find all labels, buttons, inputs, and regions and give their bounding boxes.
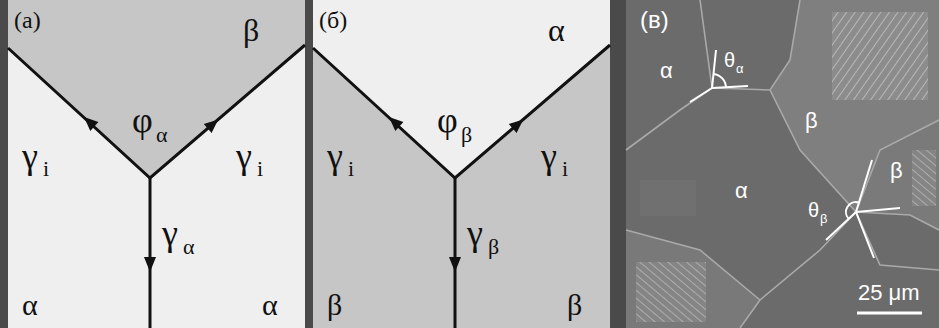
subscript: i: [562, 158, 568, 180]
energy-symbol: γ: [22, 138, 38, 174]
phase-label: β: [567, 290, 582, 320]
phase-label: β: [243, 14, 259, 46]
energy-symbol: γ: [162, 215, 178, 251]
phase-label: β: [805, 110, 818, 132]
scale-bar: [857, 312, 922, 315]
phase-label: α: [548, 14, 565, 46]
angle-symbol: θ: [724, 50, 735, 70]
energy-symbol: γ: [541, 138, 557, 174]
energy-symbol: γ: [467, 215, 483, 251]
subscript: α: [183, 236, 195, 258]
micrograph: [618, 0, 939, 328]
energy-symbol: γ: [236, 138, 252, 174]
junction-sketch-b: [313, 0, 610, 328]
angle-symbol: φ: [437, 102, 458, 138]
phase-label: β: [890, 160, 903, 182]
subscript: i: [348, 158, 354, 180]
phase-label: α: [735, 180, 748, 202]
subscript: i: [257, 158, 263, 180]
energy-symbol: γ: [327, 138, 343, 174]
panel-letter: (б): [319, 8, 347, 32]
subscript: β: [488, 236, 499, 258]
panel-letter: (в): [640, 8, 669, 32]
subscript: α: [736, 62, 744, 75]
subscript: α: [156, 124, 168, 146]
junction-sketch-a: [8, 0, 305, 328]
angle-symbol: θ: [808, 200, 819, 220]
panel-letter: (a): [14, 8, 41, 32]
phase-label: α: [660, 60, 673, 82]
subscript: i: [43, 158, 49, 180]
subscript: β: [461, 124, 472, 146]
scale-label: 25 μm: [858, 282, 920, 304]
phase-label: α: [22, 290, 38, 320]
phase-label: α: [262, 290, 278, 320]
angle-symbol: φ: [132, 102, 153, 138]
subscript: β: [820, 212, 827, 225]
phase-label: β: [327, 290, 342, 320]
